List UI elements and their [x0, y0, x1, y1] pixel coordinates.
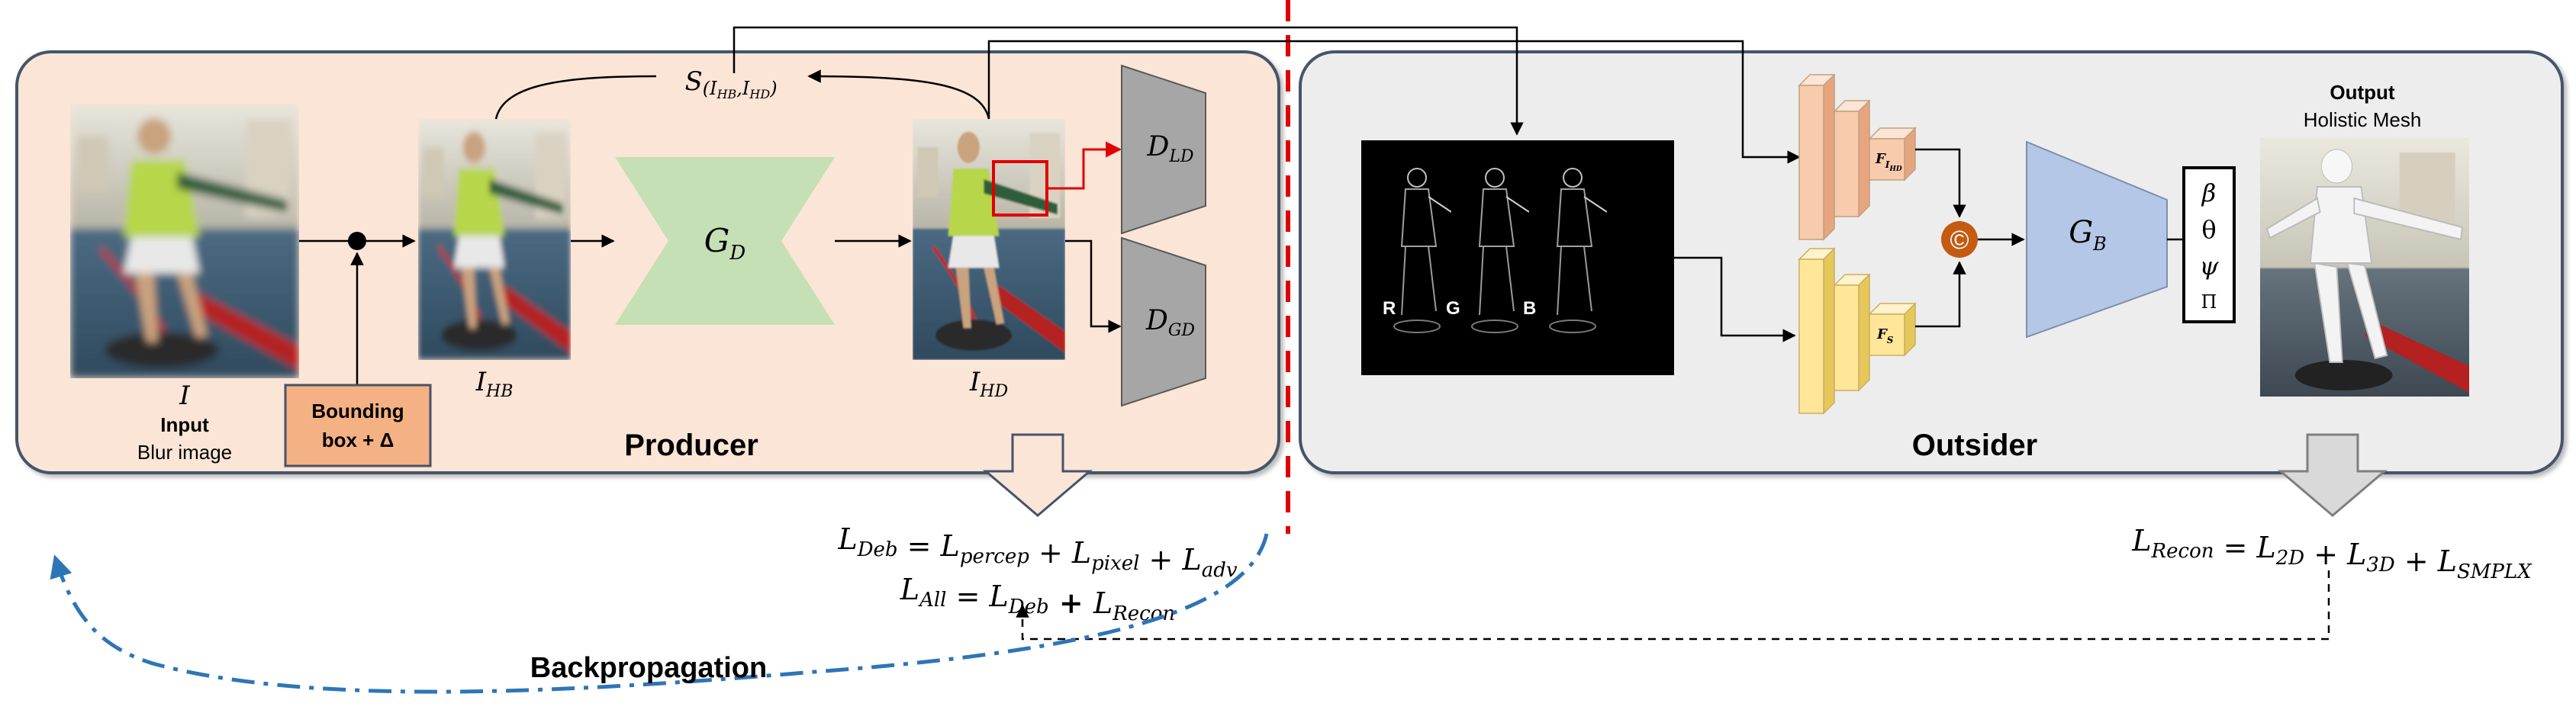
channel-b: B: [1523, 298, 1536, 319]
loss-sub-6: SMPLX: [2457, 560, 2533, 583]
backpropagation-curve: [50, 533, 1269, 694]
loss-term-2: L: [989, 580, 1009, 613]
channel-r: R: [1383, 298, 1396, 319]
similarity-label: S(IHB,IHD): [684, 66, 777, 101]
loss-term-5: +: [1139, 543, 1182, 577]
param-theta: θ: [2201, 215, 2216, 244]
crop-to-dld-arrow: [1047, 141, 1122, 190]
bbox-line2: box + Δ: [322, 429, 394, 451]
loss-term-0: L: [900, 573, 919, 606]
feature-s-label: FS: [1876, 326, 1894, 345]
channel-g: G: [1446, 298, 1460, 319]
loss-sub-2: percep: [960, 545, 1029, 568]
generator-label: GD: [704, 222, 746, 265]
loss-sub-0: All: [918, 589, 946, 612]
loss-term-3: +: [1049, 586, 1093, 620]
regressor-gb: [2026, 140, 2168, 339]
loss-term-3: +: [1029, 536, 1072, 570]
loss-term-3: +: [2304, 538, 2347, 571]
edge-map-b: [1538, 154, 1607, 346]
loss-term-4: L: [1093, 586, 1113, 620]
similarity-curve-return: [807, 69, 990, 120]
loss-sub-4: pixel: [1091, 552, 1139, 575]
edge-to-feature-arrow: [1674, 256, 1796, 342]
input-caption: Blur image: [137, 441, 232, 464]
feature-ihd-label: FIHD: [1875, 151, 1902, 173]
loss-term-4: L: [1071, 536, 1091, 570]
dld-label: DLD: [1146, 131, 1193, 166]
param-psi: ψ: [2199, 252, 2219, 281]
input-label: Input: [160, 413, 209, 436]
loss-term-0: L: [2131, 524, 2151, 557]
output-caption: Holistic Mesh: [2304, 108, 2422, 131]
loss-sub-2: Deb: [1008, 596, 1049, 618]
output-mesh-image: [2260, 137, 2469, 397]
loss-deb: LDeb = Lpercep + Lpixel + Ladv: [837, 522, 1237, 582]
outsider-output-arrow: [2277, 433, 2388, 517]
ihd-label: IHD: [969, 367, 1009, 401]
loss-sub-0: Recon: [2151, 540, 2214, 563]
dgd-label: DGD: [1145, 305, 1195, 340]
output-label: Output: [2330, 81, 2395, 104]
loss-term-1: =: [2214, 531, 2256, 564]
loss-term-2: L: [2256, 531, 2275, 564]
loss-term-1: =: [947, 580, 990, 613]
loss-term-6: L: [2437, 544, 2457, 578]
loss-all: LAll = LDeb + LRecon: [900, 573, 1175, 625]
feature-stack-s: [1798, 247, 1917, 415]
producer-title: Producer: [624, 429, 758, 462]
similarity-curve: [494, 75, 657, 120]
ihb-label: IHB: [475, 367, 514, 401]
backpropagation-label: Backpropagation: [530, 652, 767, 684]
ihb-image: [418, 119, 571, 360]
ihb-to-edge-line: [733, 26, 1524, 136]
producer-output-arrow: [982, 433, 1093, 517]
loss-sub-6: adv: [1202, 559, 1238, 582]
discriminator-dld: [1121, 64, 1206, 235]
param-pi: Π: [2201, 291, 2217, 313]
loss-term-6: L: [1181, 543, 1201, 577]
crop-point: [348, 232, 366, 250]
loss-term-0: L: [837, 522, 857, 556]
param-beta: β: [2201, 178, 2217, 207]
feature-stack-ihd: [1798, 73, 1917, 241]
loss-sub-2: 2D: [2275, 547, 2305, 570]
gb-label: GB: [2069, 215, 2107, 255]
discriminator-dgd: [1121, 236, 1206, 407]
ihd-image: [913, 119, 1065, 360]
bbox-line1: Bounding: [311, 400, 404, 422]
concat-symbol: [1941, 221, 1978, 258]
concat-symbol-glyph: ©: [1950, 226, 1969, 255]
feature-s-to-concat-arrow: [1915, 261, 1966, 328]
generator-gd: [615, 157, 835, 325]
recon-to-all-dashed-arrow: [1016, 570, 2330, 641]
loss-term-5: +: [2395, 544, 2438, 578]
loss-term-4: L: [2346, 538, 2366, 571]
outsider-title: Outsider: [1912, 429, 2037, 462]
input-blur-image: [70, 104, 299, 378]
feature-ihd-to-concat-arrow: [1915, 148, 1966, 218]
bounding-box-block: [284, 384, 432, 467]
loss-sub-4: 3D: [2366, 554, 2395, 577]
input-symbol: I: [179, 381, 190, 411]
loss-term-1: =: [898, 529, 941, 563]
edge-map-g: [1460, 154, 1529, 346]
ihd-to-dgd-arrow: [1065, 239, 1122, 333]
loss-sub-0: Deb: [857, 538, 898, 561]
loss-recon: LRecon = L2D + L3D + LSMPLX: [2131, 524, 2533, 583]
ihd-to-feature-line: [987, 40, 1801, 164]
smplx-params-box: [2182, 166, 2236, 323]
loss-term-2: L: [940, 529, 960, 563]
